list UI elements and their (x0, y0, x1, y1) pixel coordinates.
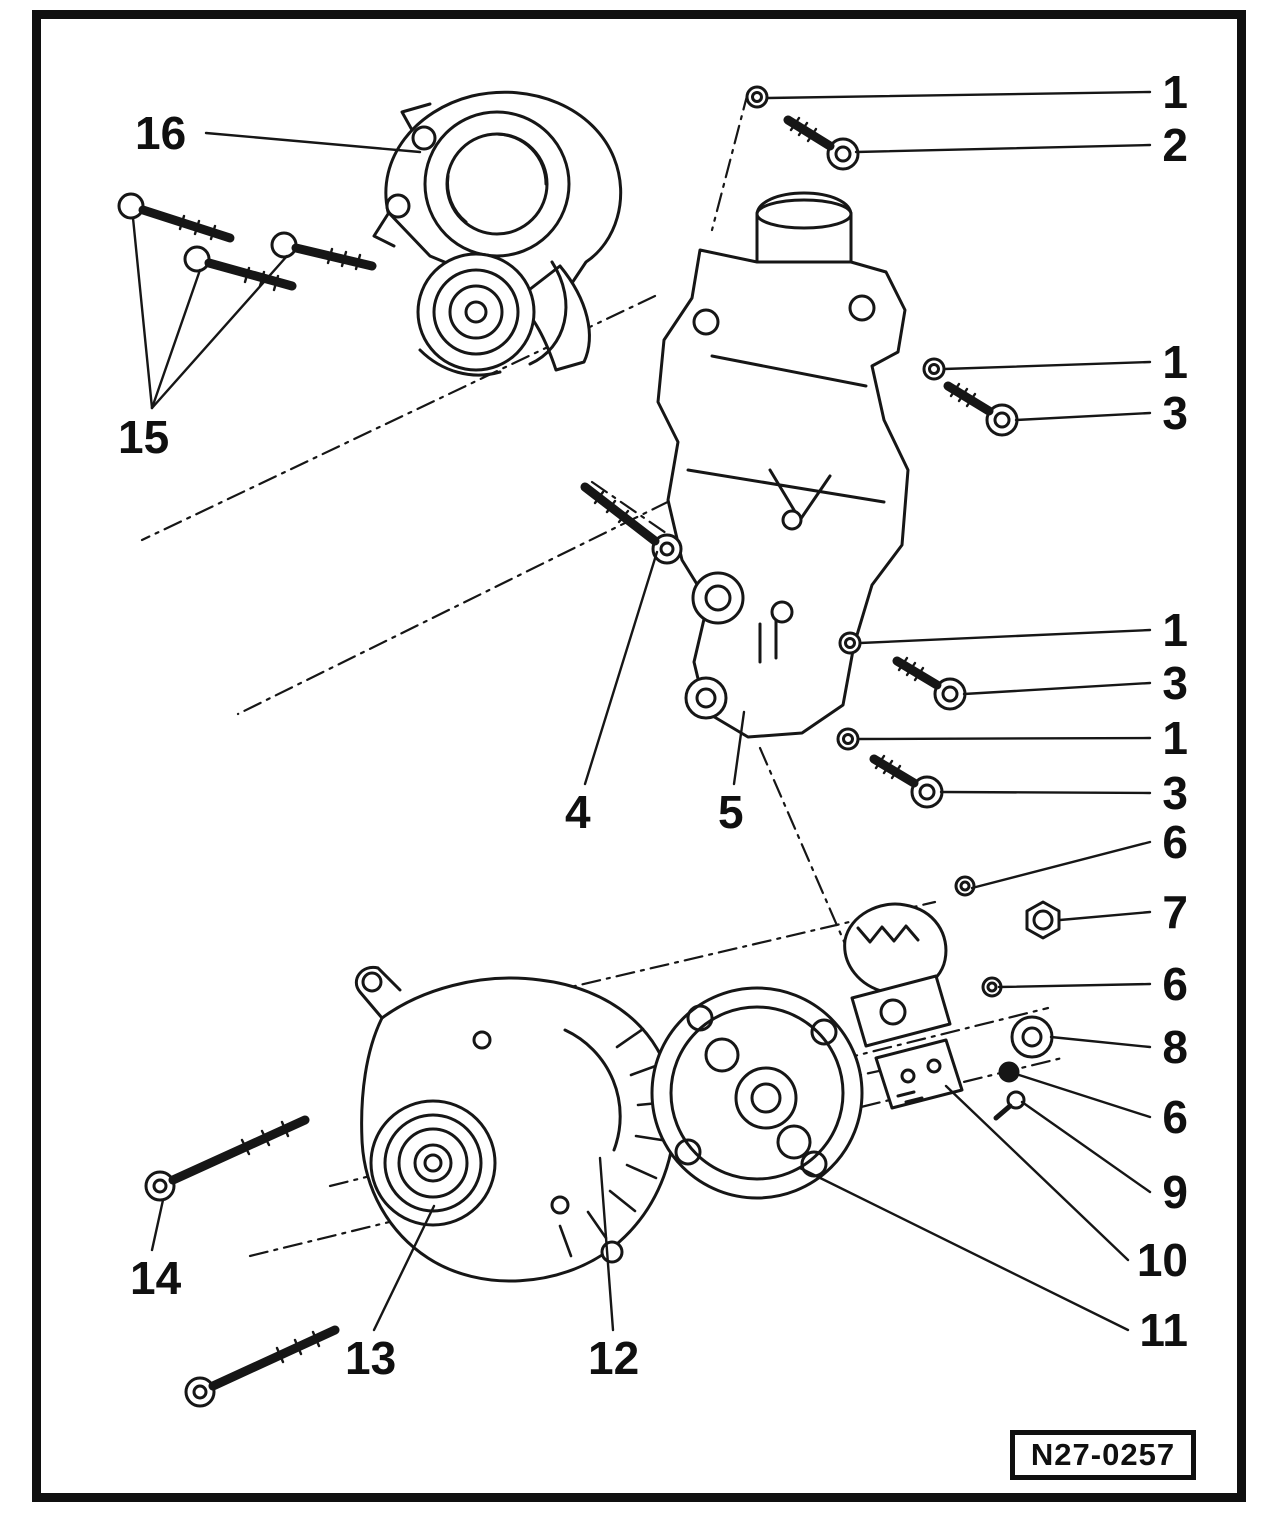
part-callout: 6 (1162, 958, 1188, 1010)
part-callout: 2 (1162, 119, 1188, 171)
part-callout: 1 (1162, 604, 1188, 656)
part-callout: 6 (1162, 816, 1188, 868)
part-callout: 9 (1162, 1166, 1188, 1218)
part-callout: 3 (1162, 657, 1188, 709)
bolt-4 (580, 482, 683, 565)
part-callout: 12 (588, 1332, 640, 1384)
part-callout: 1 (1162, 712, 1188, 764)
alternator (354, 965, 676, 1283)
part-callout: 3 (1162, 767, 1188, 819)
drive-end-bracket (650, 986, 864, 1200)
part-callout: 1 (1162, 336, 1188, 388)
part-callout: 1 (1162, 66, 1188, 118)
rotor-and-regulator (843, 902, 964, 1110)
part-callout: 15 (118, 411, 170, 463)
figure-code-box: N27-0257 (1010, 1430, 1196, 1480)
tensioner-bolts (117, 192, 377, 292)
part-callout: 6 (1162, 1091, 1188, 1143)
part-callout: 13 (345, 1332, 397, 1384)
long-bolts (144, 1115, 340, 1408)
mounting-bracket (656, 191, 910, 739)
part-callout: 5 (718, 786, 744, 838)
part-callout: 16 (135, 107, 187, 159)
belt-tensioner (372, 90, 623, 377)
part-callout: 10 (1136, 1234, 1188, 1286)
part-callout: 8 (1162, 1021, 1188, 1073)
part-callout: 4 (565, 786, 591, 838)
part-callout: 14 (130, 1252, 182, 1304)
page-border (32, 10, 1246, 1502)
leader-lines (131, 90, 1152, 1332)
figure-code-label: N27-0257 (1030, 1437, 1176, 1472)
part-callout: 7 (1162, 886, 1188, 938)
part-callout: 11 (1139, 1304, 1188, 1356)
bracket-hardware (745, 85, 1019, 809)
part-callout: 3 (1162, 387, 1188, 439)
